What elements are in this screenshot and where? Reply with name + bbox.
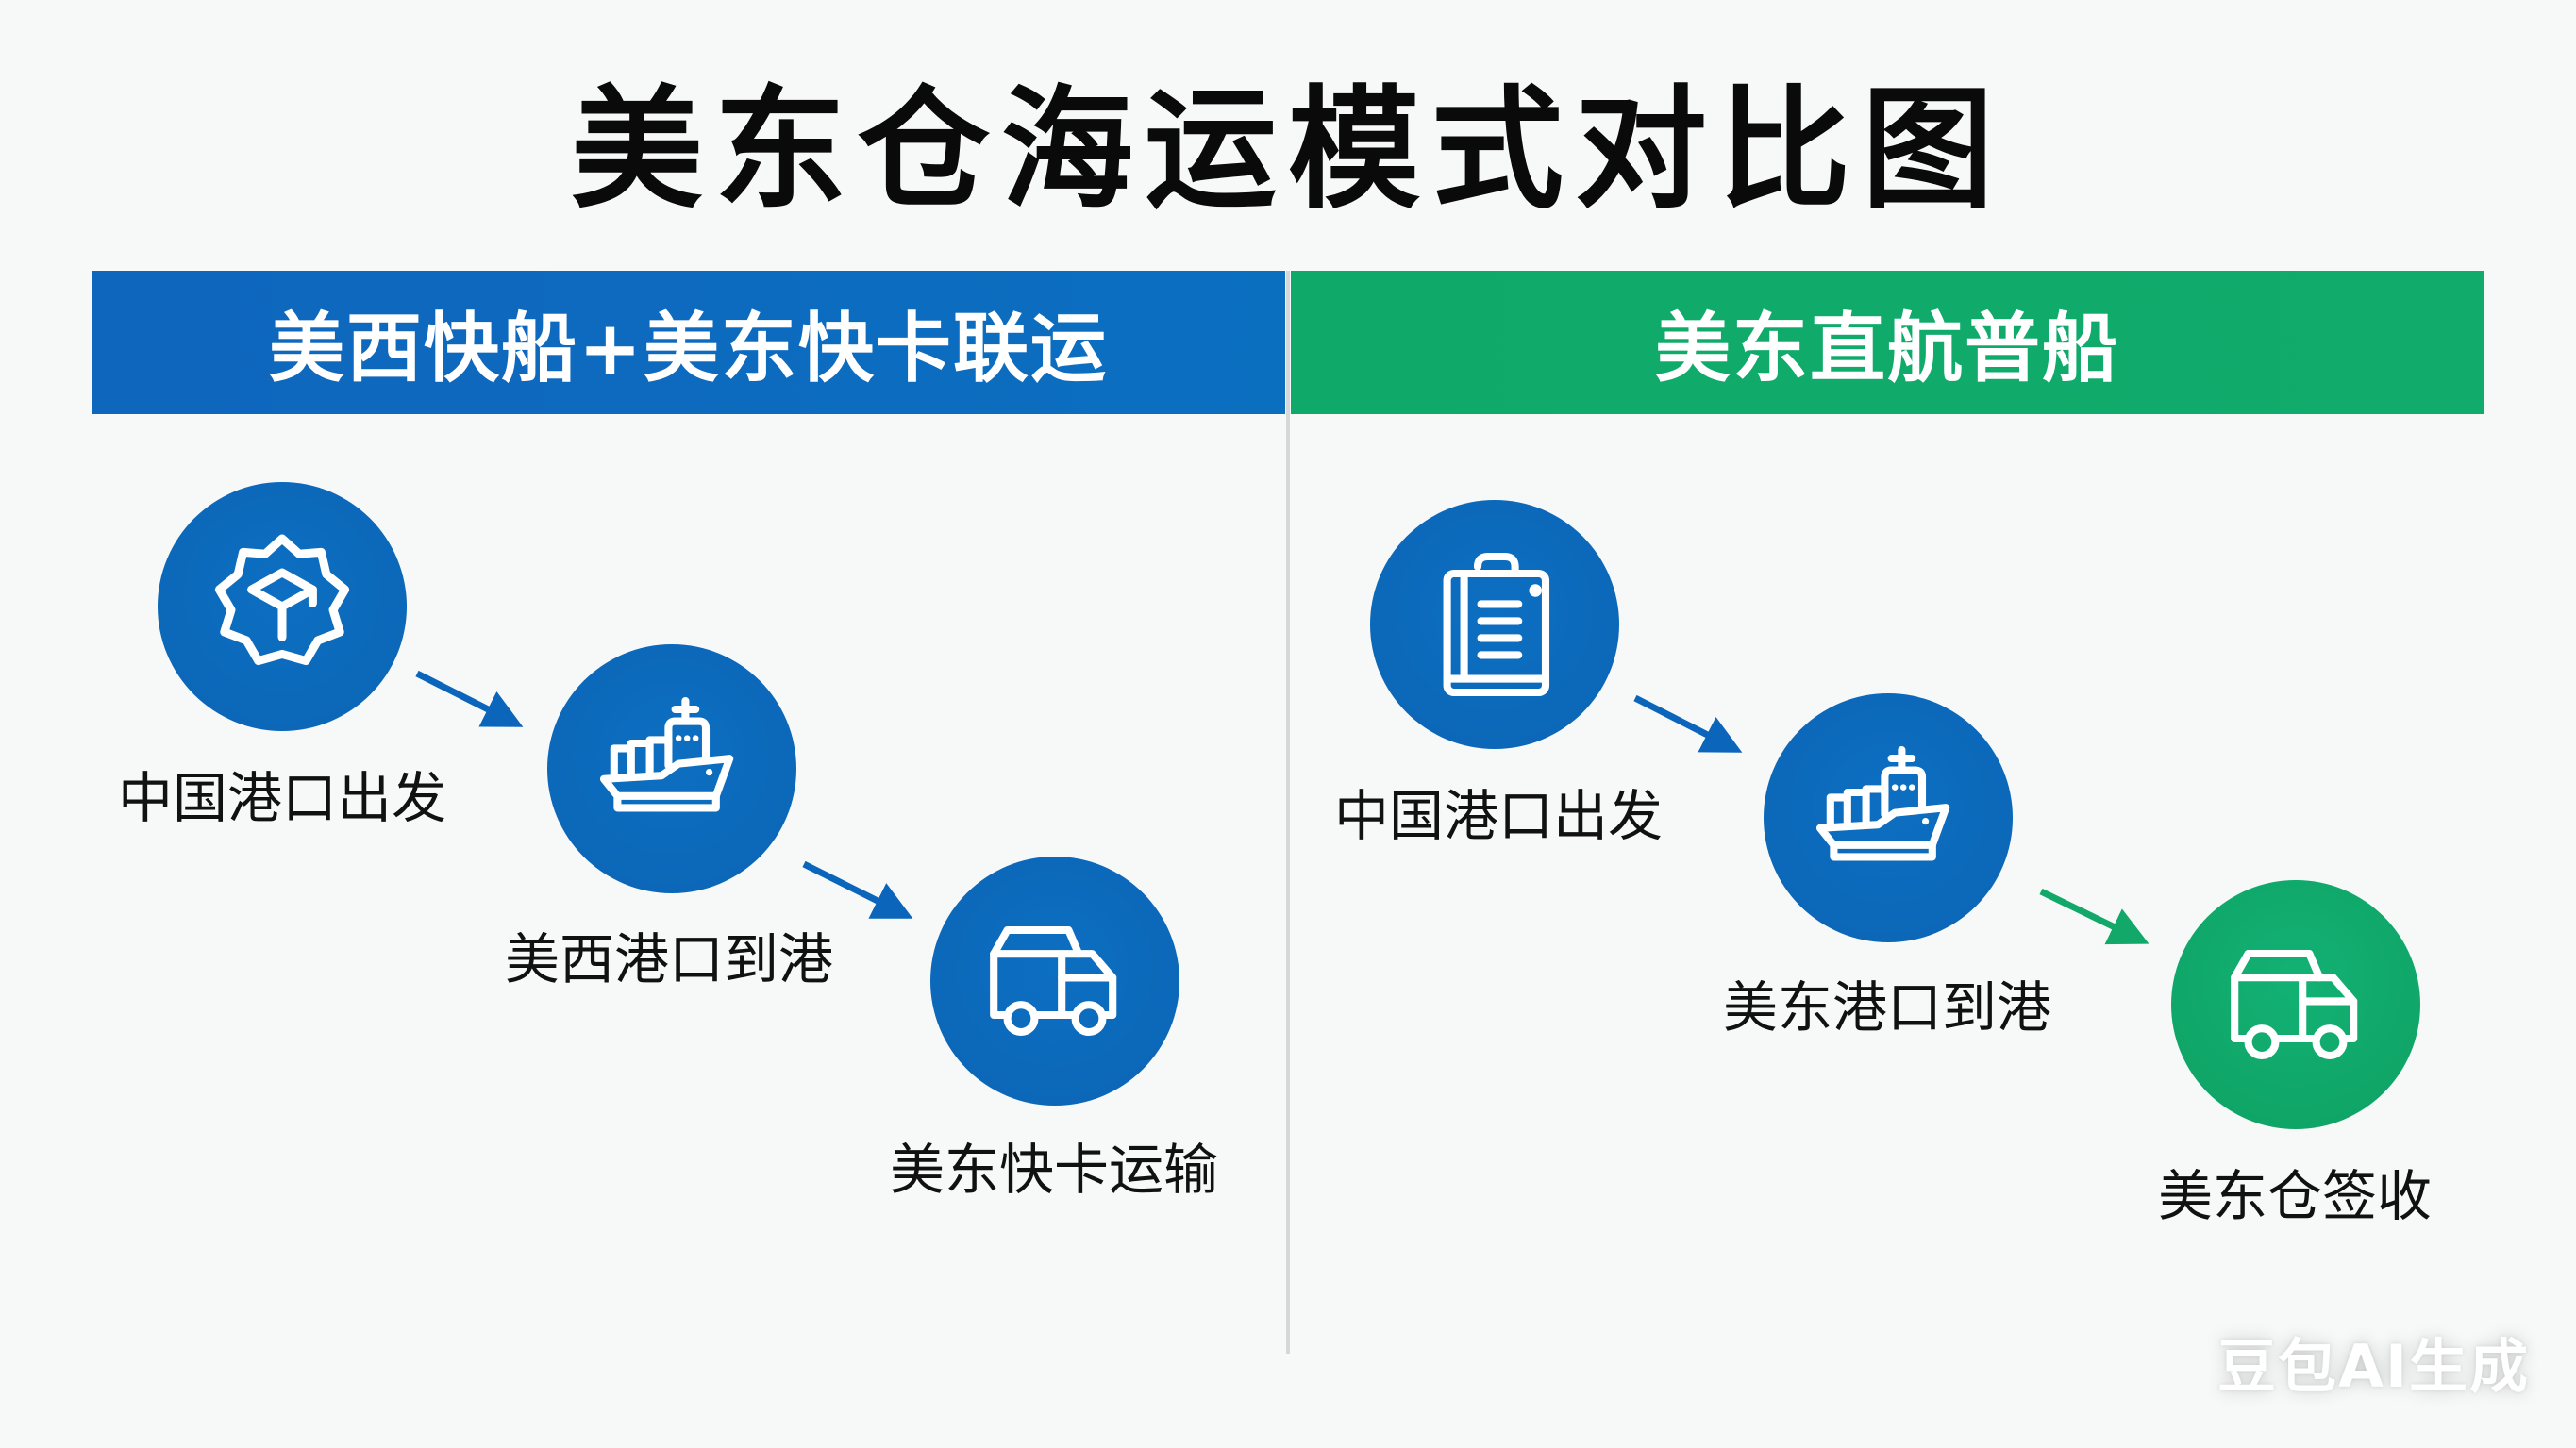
truck-icon [990,925,1117,1037]
step-circle-china-port-departure-direct [1370,500,1619,749]
clipboard-icon [1443,552,1550,697]
cargo-ship-icon [1815,745,1950,861]
step-label: 美西港口到港 [505,927,834,991]
arrow-left-1 [415,670,524,727]
panel-header-east-coast-direct: 美东直航普船 [1291,271,2484,414]
package-badge-icon [214,534,350,666]
arrow-right-1 [1633,694,1743,753]
ai-generated-watermark: 豆包AI生成 [2217,1332,2531,1401]
cargo-ship-icon [599,696,734,812]
page-title: 美东仓海运模式对比图 [570,74,2005,227]
arrow-left-2 [802,860,913,919]
step-circle-china-port-departure [158,482,407,731]
step-label: 美东港口到港 [1723,975,2052,1040]
panel-divider [1286,271,1290,1354]
truck-icon [2231,949,2358,1060]
step-circle-east-coast-arrival [1764,693,2013,942]
panel-header-west-coast-combo: 美西快船+美东快卡联运 [92,271,1285,414]
step-label: 美东快卡运输 [890,1138,1219,1202]
step-circle-east-warehouse-receipt [2171,880,2420,1129]
step-circle-west-coast-arrival [547,644,796,893]
step-circle-east-coast-trucking [930,857,1179,1106]
step-label: 美东仓签收 [2158,1164,2433,1228]
arrow-right-2 [2039,888,2149,945]
step-label: 中国港口出发 [118,766,447,830]
step-label: 中国港口出发 [1334,784,1664,848]
